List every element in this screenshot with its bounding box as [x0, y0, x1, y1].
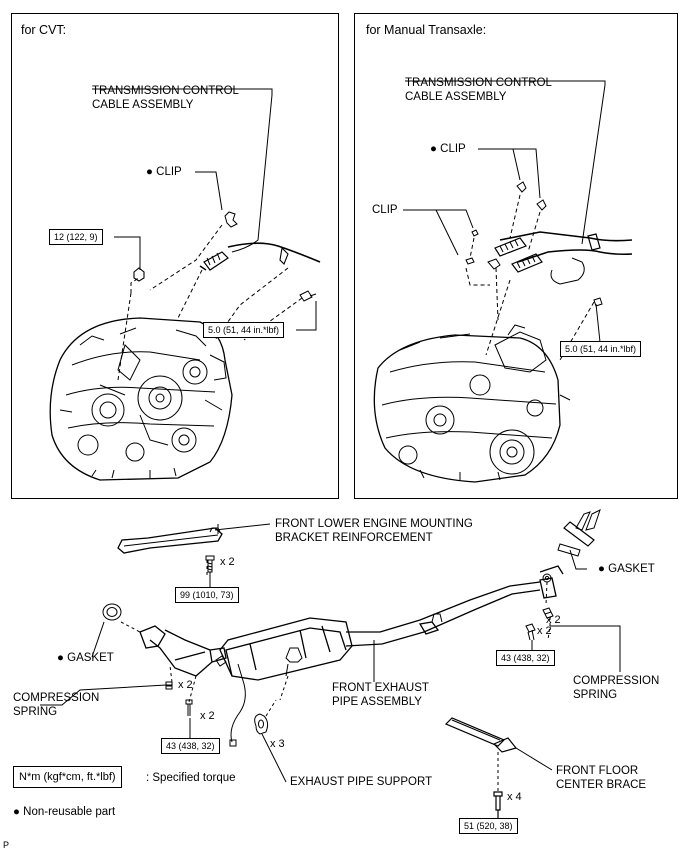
bracket-bolt-qty: x 2: [220, 556, 235, 568]
cvt-panel-title: for CVT:: [21, 23, 67, 37]
legend-non-reusable: ● Non-reusable part: [13, 806, 116, 818]
exhaust-pipe-drawing: [139, 565, 564, 681]
cvt-cable-label-line1: TRANSMISSION CONTROL: [92, 85, 239, 97]
cvt-clip-label: ● CLIP: [146, 166, 182, 178]
brace-label-line1: FRONT FLOOR: [556, 765, 639, 777]
pipe-label-line1: FRONT EXHAUST: [332, 682, 429, 694]
spring-left-qty: x 2: [178, 679, 193, 691]
cvt-cable-label-line2: CABLE ASSEMBLY: [92, 99, 194, 111]
rear-flange: [542, 509, 601, 583]
spring-right-qty: x 2: [546, 614, 561, 626]
support-rubber: [254, 713, 269, 735]
gasket-left-label: ● GASKET: [57, 652, 114, 664]
spring-left-label-line2: SPRING: [13, 706, 58, 718]
mt-bolt-torque-box: 5.0 (51, 44 in.*lbf): [560, 341, 642, 357]
bracket-drawing: [117, 523, 271, 554]
spring-left-label-line1: COMPRESSION: [13, 692, 100, 704]
right-spring-bolt: [525, 607, 554, 641]
cvt-bolt-torque-box: 5.0 (51, 44 in.*lbf): [203, 322, 285, 338]
brace-torque-box: 51 (520, 38): [459, 818, 518, 834]
brace-label-line2: CENTER BRACE: [556, 779, 647, 791]
mt-panel-title: for Manual Transaxle:: [366, 23, 487, 37]
cvt-panel: [11, 13, 339, 499]
cvt-leader-lines: [92, 88, 317, 381]
cvt-transaxle-drawing: [49, 317, 233, 481]
cvt-nut-torque-box: 12 (122, 9): [49, 229, 103, 245]
bolt-right-qty: x 2: [537, 625, 552, 637]
gasket-right-label: ● GASKET: [598, 563, 655, 575]
mt-cable-label-line1: TRANSMISSION CONTROL: [405, 77, 552, 89]
bracket-torque-box: 99 (1010, 73): [175, 587, 239, 603]
bracket-label-line1: FRONT LOWER ENGINE MOUNTING: [275, 518, 473, 530]
center-brace-drawing: [444, 717, 518, 818]
manual-transaxle-panel: [354, 13, 678, 499]
right-torque-box: 43 (438, 32): [496, 650, 555, 666]
mt-cable-drawing: [465, 84, 633, 307]
exhaust-hangers: [285, 613, 443, 677]
support-label: EXHAUST PIPE SUPPORT: [290, 776, 433, 788]
legend-units-box: N*m (kgf*cm, ft.*lbf): [13, 766, 122, 788]
mt-clip-top-label: ● CLIP: [430, 143, 466, 155]
spring-right-label-line1: COMPRESSION: [573, 675, 660, 687]
spring-right-label-line2: SPRING: [573, 689, 618, 701]
cvt-cable-drawing: [199, 94, 321, 302]
support-qty: x 3: [270, 738, 285, 750]
left-gasket: [102, 603, 122, 621]
brace-bolt-qty: x 4: [507, 791, 522, 803]
bolt-left-qty: x 2: [200, 710, 215, 722]
mt-cable-label-line2: CABLE ASSEMBLY: [405, 91, 507, 103]
mt-clip-left-label: CLIP: [372, 204, 398, 216]
mt-transaxle-drawing: [373, 324, 571, 483]
corner-mark: P: [3, 840, 10, 850]
legend-units-desc: : Specified torque: [146, 772, 236, 784]
bracket-bolt: [205, 555, 215, 588]
exhaust-leader-lines: [40, 524, 621, 792]
bracket-label-line2: BRACKET REINFORCEMENT: [275, 532, 433, 544]
left-torque-box: 43 (438, 32): [161, 738, 220, 754]
exhaust-sensor: [215, 655, 246, 747]
pipe-label-line2: PIPE ASSEMBLY: [332, 696, 422, 708]
